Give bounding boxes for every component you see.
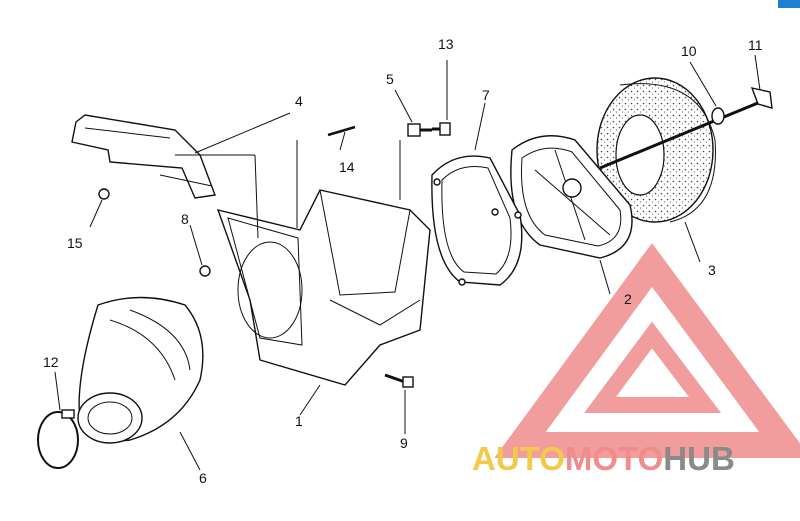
part-10-washer: [711, 107, 725, 125]
callout-14: 14: [339, 159, 355, 175]
leader-lines: [54, 54, 761, 471]
watermark-auto: AUTO: [472, 440, 565, 477]
watermark-moto: MOTO: [565, 440, 663, 477]
part-11-long-bolt: [599, 87, 773, 170]
part-12-clamp: [37, 409, 79, 469]
part-14-stud: [327, 125, 356, 137]
corner-tab[interactable]: [778, 0, 800, 8]
callout-8: 8: [181, 211, 189, 227]
part-8-nut: [199, 265, 211, 277]
part-4-bracket: [71, 114, 216, 199]
callout-7: 7: [482, 87, 490, 103]
callout-11: 11: [748, 37, 763, 53]
part-1-air-box: [216, 189, 431, 386]
callout-4: 4: [295, 93, 303, 109]
callout-3: 3: [708, 262, 716, 278]
callout-10: 10: [681, 43, 697, 59]
part-15-nut: [98, 188, 110, 200]
watermark-text: AUTOMOTOHUB: [472, 440, 735, 477]
callout-13: 13: [438, 36, 454, 52]
part-3-filter-element: [596, 77, 716, 223]
watermark-hub: HUB: [663, 440, 735, 477]
callout-5: 5: [386, 71, 394, 87]
part-6-intake-boot: [77, 296, 204, 444]
watermark-logo: [494, 243, 800, 458]
callout-1: 1: [295, 413, 303, 429]
callout-12: 12: [43, 354, 59, 370]
callout-9: 9: [400, 435, 408, 451]
part-9-bolt: [384, 373, 414, 388]
callout-2: 2: [624, 291, 632, 307]
callout-15: 15: [67, 235, 83, 251]
callout-6: 6: [199, 470, 207, 486]
part-13-bolt: [432, 122, 451, 136]
part-7-cover-plate: [431, 155, 523, 286]
svg-text:AUTOMOTOHUB: AUTOMOTOHUB: [472, 440, 735, 477]
part-5-screw: [407, 123, 432, 137]
